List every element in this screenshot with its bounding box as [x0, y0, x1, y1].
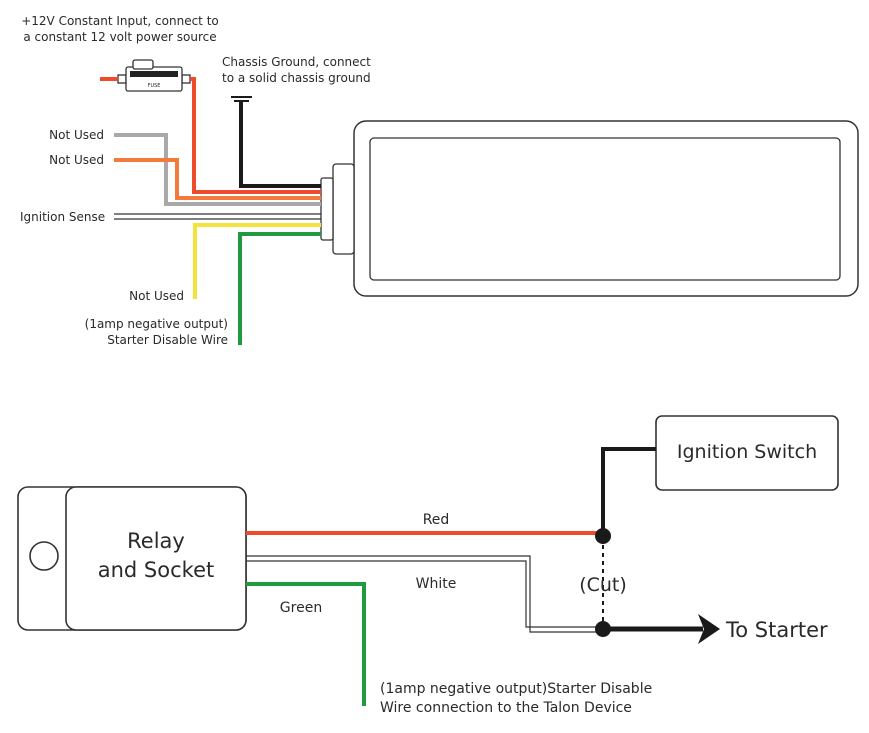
starter-disable-label: (1amp negative output): [85, 317, 228, 331]
red-junction-dot: [595, 528, 611, 544]
not-used-orange-label: Not Used: [49, 153, 104, 167]
chassis-ground-label: to a solid chassis ground: [222, 71, 371, 85]
relay-label: Relay: [127, 529, 185, 553]
gray-wire: [114, 133, 321, 206]
white-wire: [246, 555, 603, 633]
yellow-wire: [193, 223, 321, 299]
relay-mount-hole: [29, 541, 59, 571]
module-connector-outer: [332, 163, 355, 255]
black-ground-wire: [239, 101, 321, 188]
to-starter-arrow-icon: [698, 614, 720, 644]
chassis-ground-label: Chassis Ground, connect: [222, 55, 371, 69]
green-wire-bottom: [246, 582, 366, 706]
green-wire-label: Green: [280, 600, 322, 616]
white-wire: [246, 560, 603, 628]
starter-disable-label: Starter Disable Wire: [107, 333, 228, 347]
orange-wire: [114, 158, 321, 200]
green-wire: [238, 232, 321, 345]
constant-input-label: a constant 12 volt power source: [23, 30, 216, 44]
to-starter-label: To Starter: [725, 618, 828, 642]
relay-label: and Socket: [98, 558, 214, 582]
red-wire: [190, 77, 321, 194]
white-wire-label: White: [416, 576, 457, 592]
bottom-starter-disable-label: (1amp negative output)Starter Disable: [380, 681, 652, 697]
ignition-sense-label: Ignition Sense: [20, 210, 105, 224]
red-wire-label: Red: [423, 512, 450, 528]
ignition-switch-wire: [601, 447, 656, 537]
constant-input-label: +12V Constant Input, connect to: [21, 14, 219, 28]
bottom-starter-disable-label: Wire connection to the Talon Device: [380, 700, 632, 716]
cut-label: (Cut): [579, 574, 627, 596]
ignition-switch-label: Ignition Switch: [677, 441, 817, 463]
not-used-yellow-label: Not Used: [129, 289, 184, 303]
not-used-gray-label: Not Used: [49, 128, 104, 142]
ground-symbol: [231, 96, 252, 102]
relay-body: [65, 486, 247, 631]
fuse-label: FUSE: [148, 83, 161, 89]
module-connector-inner: [320, 177, 334, 241]
fuse-holder: FUSE: [117, 59, 191, 92]
module-inner-panel: [369, 137, 841, 281]
ignition-switch-box: [655, 415, 839, 491]
